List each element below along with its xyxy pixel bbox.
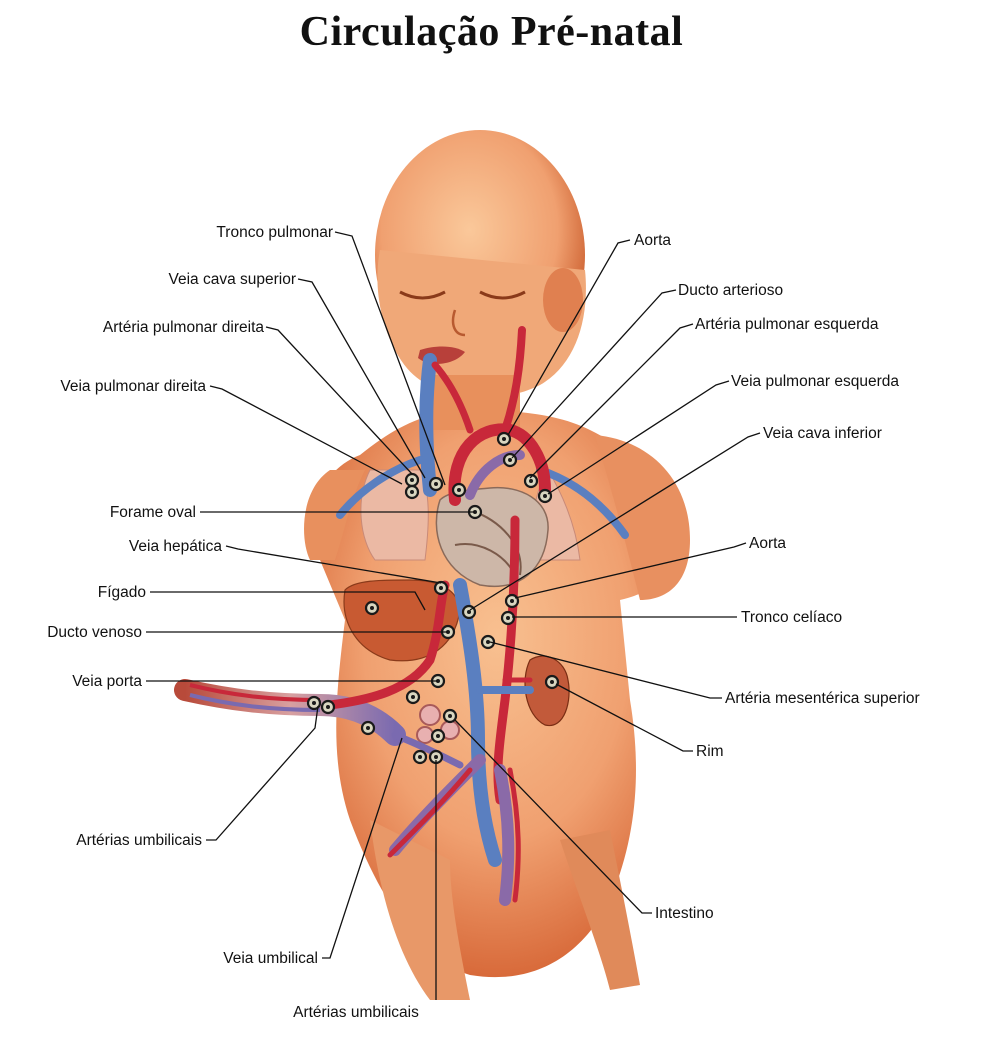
label-tronco-pulmonar: Tronco pulmonar [216, 224, 333, 241]
marker [435, 582, 447, 594]
marker [406, 486, 418, 498]
marker [539, 490, 551, 502]
marker [546, 676, 558, 688]
marker [362, 722, 374, 734]
marker [444, 710, 456, 722]
marker [430, 478, 442, 490]
marker [322, 701, 334, 713]
marker [406, 474, 418, 486]
label-aorta-mid: Aorta [749, 535, 786, 552]
leader-veia-pulmonar-direita [210, 386, 402, 484]
label-intestino: Intestino [655, 905, 714, 922]
marker [506, 595, 518, 607]
label-tronco-celiaco: Tronco celíaco [741, 609, 842, 626]
marker [366, 602, 378, 614]
label-ducto-venoso: Ducto venoso [47, 624, 142, 641]
label-veia-pulmonar-esquerda: Veia pulmonar esquerda [731, 373, 899, 390]
label-forame-oval: Forame oval [110, 504, 196, 521]
marker [432, 730, 444, 742]
label-arteria-mesenterica-superior: Artéria mesentérica superior [725, 690, 920, 707]
label-figado: Fígado [98, 584, 146, 601]
label-veia-pulmonar-direita: Veia pulmonar direita [60, 378, 206, 395]
label-veia-cava-inferior: Veia cava inferior [763, 425, 882, 442]
label-veia-umbilical: Veia umbilical [223, 950, 318, 967]
marker [414, 751, 426, 763]
marker [453, 484, 465, 496]
label-rim: Rim [696, 743, 724, 760]
marker [502, 612, 514, 624]
marker [407, 691, 419, 703]
label-ducto-arterioso: Ducto arterioso [678, 282, 783, 299]
label-arterias-umbilicais-left: Artérias umbilicais [76, 832, 202, 849]
leader-arterias-umbilicais-left [206, 706, 318, 840]
label-arteria-pulmonar-esquerda: Artéria pulmonar esquerda [695, 316, 879, 333]
label-aorta-top: Aorta [634, 232, 671, 249]
label-veia-hepatica: Veia hepática [129, 538, 222, 555]
label-arteria-pulmonar-direita: Artéria pulmonar direita [103, 319, 264, 336]
label-arterias-umbilicais-bottom: Artérias umbilicais [293, 1004, 419, 1021]
label-veia-porta: Veia porta [72, 673, 142, 690]
label-veia-cava-superior: Veia cava superior [168, 271, 296, 288]
